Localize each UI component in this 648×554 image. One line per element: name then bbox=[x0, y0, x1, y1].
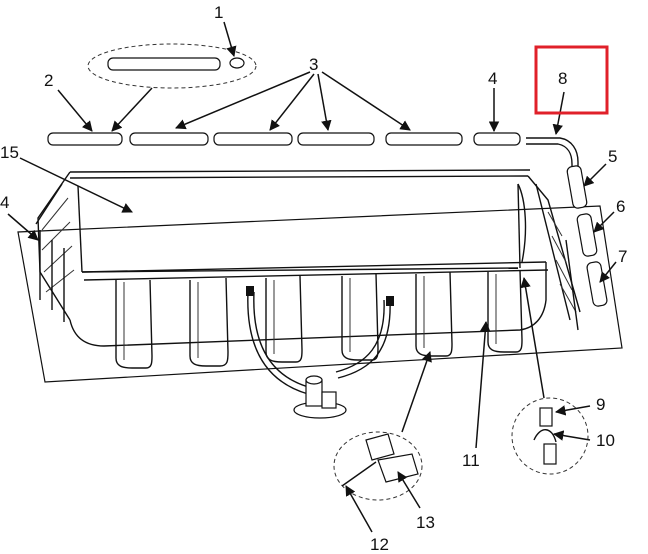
label-13: 13 bbox=[416, 513, 435, 532]
label-10: 10 bbox=[596, 431, 615, 450]
callout-12-circle bbox=[333, 431, 423, 501]
callout-1-circle bbox=[87, 43, 257, 89]
label-11: 11 bbox=[462, 451, 480, 470]
strainer-base bbox=[377, 453, 419, 483]
label-6: 6 bbox=[616, 197, 625, 216]
clip bbox=[533, 429, 557, 443]
label-8: 8 bbox=[558, 69, 567, 88]
highlight-box bbox=[534, 45, 609, 115]
rail-tube bbox=[107, 57, 221, 71]
label-4-top: 4 bbox=[488, 69, 497, 88]
label-7: 7 bbox=[618, 247, 627, 266]
pin bbox=[229, 57, 245, 69]
label-15: 15 bbox=[0, 143, 19, 162]
filter-pump bbox=[246, 286, 394, 419]
callout-9-circle bbox=[511, 397, 589, 475]
label-2: 2 bbox=[44, 71, 53, 90]
leader-arrows bbox=[7, 21, 617, 533]
label-5: 5 bbox=[608, 147, 617, 166]
label-12: 12 bbox=[370, 535, 389, 554]
strainer-cover bbox=[365, 433, 395, 461]
strainer-rod bbox=[341, 461, 377, 487]
label-1: 1 bbox=[214, 3, 223, 22]
joint-cap bbox=[539, 407, 553, 427]
label-9: 9 bbox=[596, 395, 605, 414]
label-4-left: 4 bbox=[0, 193, 9, 212]
label-3: 3 bbox=[309, 55, 318, 74]
joint-leg bbox=[543, 443, 557, 465]
pool-frame bbox=[35, 169, 581, 369]
ground-cloth bbox=[17, 205, 623, 383]
